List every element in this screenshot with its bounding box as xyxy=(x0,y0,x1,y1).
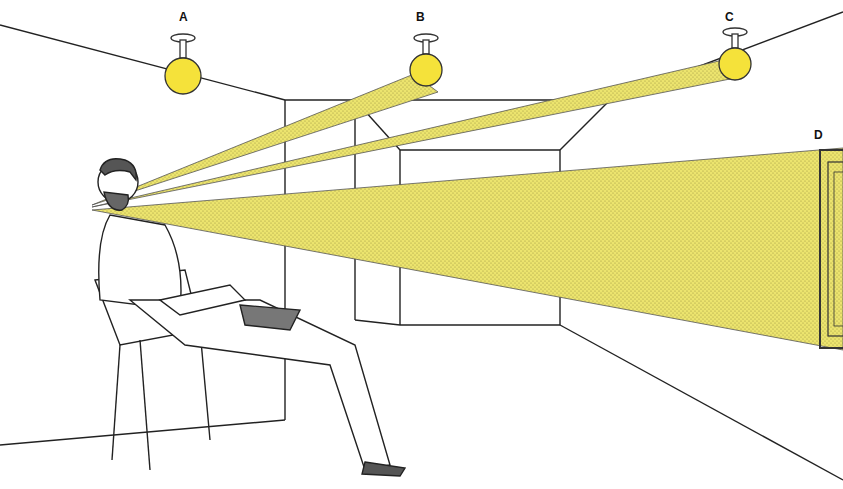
callout-letter: C xyxy=(723,10,736,24)
seated-man xyxy=(95,159,405,476)
ceiling-lamps xyxy=(165,28,751,94)
callout-letter: A xyxy=(177,10,190,24)
light-cones xyxy=(92,60,843,350)
room-lines xyxy=(0,12,843,480)
callout-letter: B xyxy=(414,10,427,24)
picture-frame xyxy=(820,150,843,348)
callout-letter: D xyxy=(812,128,825,142)
